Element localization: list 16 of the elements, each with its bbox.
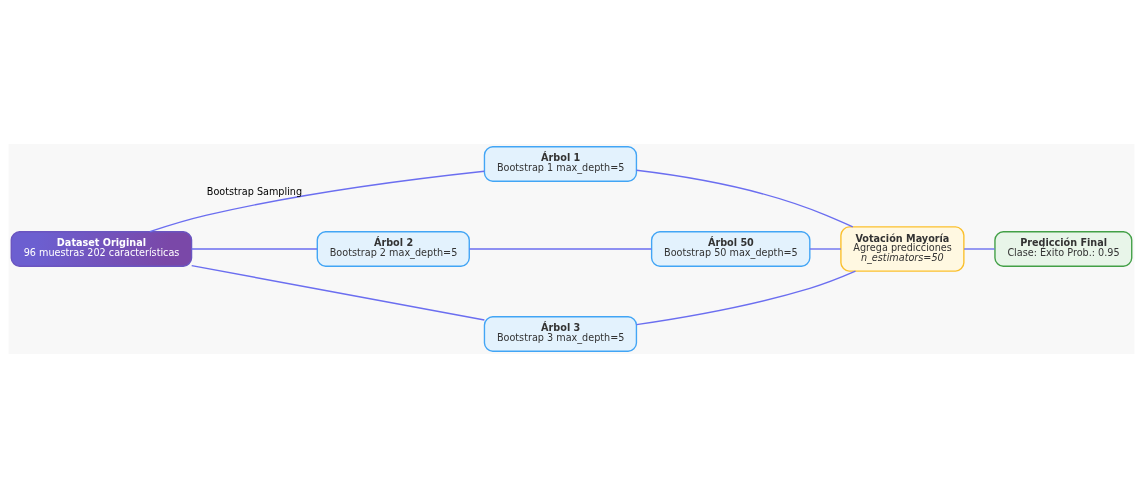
node-box: Predicción Final Clase: Éxito Prob.: 0.95 (994, 231, 1133, 267)
connector (635, 169, 854, 228)
connector (191, 264, 486, 321)
node-box: Árbol 2 Bootstrap 2 max_depth=5 (316, 231, 470, 267)
node-box: Árbol 1 Bootstrap 1 max_depth=5 (483, 146, 638, 182)
connector (149, 170, 486, 233)
connector (809, 248, 842, 250)
edge-label: Bootstrap Sampling (206, 186, 303, 198)
connector (963, 248, 996, 250)
node-box: Dataset Original 96 muestras 202 características (10, 231, 193, 267)
node-box: Árbol 3 Bootstrap 3 max_depth=5 (483, 316, 638, 352)
connector (190, 248, 318, 250)
node-box: Votación Mayoría Agrega predicciones n_estimators=50 (840, 226, 965, 272)
connector (635, 270, 857, 326)
node-box: Árbol 50 Bootstrap 50 max_depth=5 (650, 231, 811, 267)
connector (468, 248, 653, 250)
